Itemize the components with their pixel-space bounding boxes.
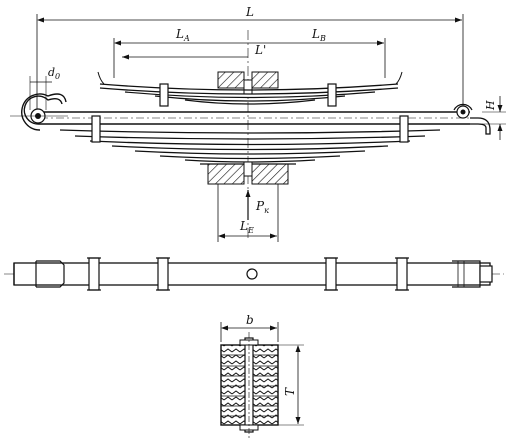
label-b: b [246,313,254,327]
dimension-LE: LE [217,184,279,242]
label-Pk: Pк [255,199,269,215]
label-H: H [484,100,497,111]
main-clip-left [91,115,101,143]
label-L: L [245,5,254,19]
center-bolt-hole [246,268,258,280]
helper-leaves [97,71,403,107]
label-LA: LA [175,27,190,43]
main-leaf [10,93,491,135]
upper-clamp-left [217,71,245,89]
center-bolt-nut [243,161,253,177]
label-T: T [283,387,297,396]
load-Pk: Pк [245,190,269,220]
helper-clip-right [327,83,337,107]
label-LE: LE [239,219,254,235]
cross-section: b T [220,313,304,438]
upper-clamp-right [251,71,279,89]
label-LB: LB [311,27,326,43]
dimension-d0: d0 [29,66,60,110]
dimension-LA-LB: LA LB L' [113,27,386,78]
top-view-clips [87,257,409,291]
top-view [4,257,504,291]
side-view: L LA LB L' [10,5,506,242]
right-eye-pin [460,109,466,115]
center-bolt-head [243,79,253,95]
label-d0: d0 [48,66,60,81]
label-Lprime: L' [254,43,266,57]
lower-clamp-left [207,163,245,185]
lower-clamp-right [251,163,289,185]
main-pack-leaves [59,115,441,165]
helper-clip-left [159,83,169,107]
dimension-H: H [482,96,506,140]
main-clip-right [399,115,409,143]
